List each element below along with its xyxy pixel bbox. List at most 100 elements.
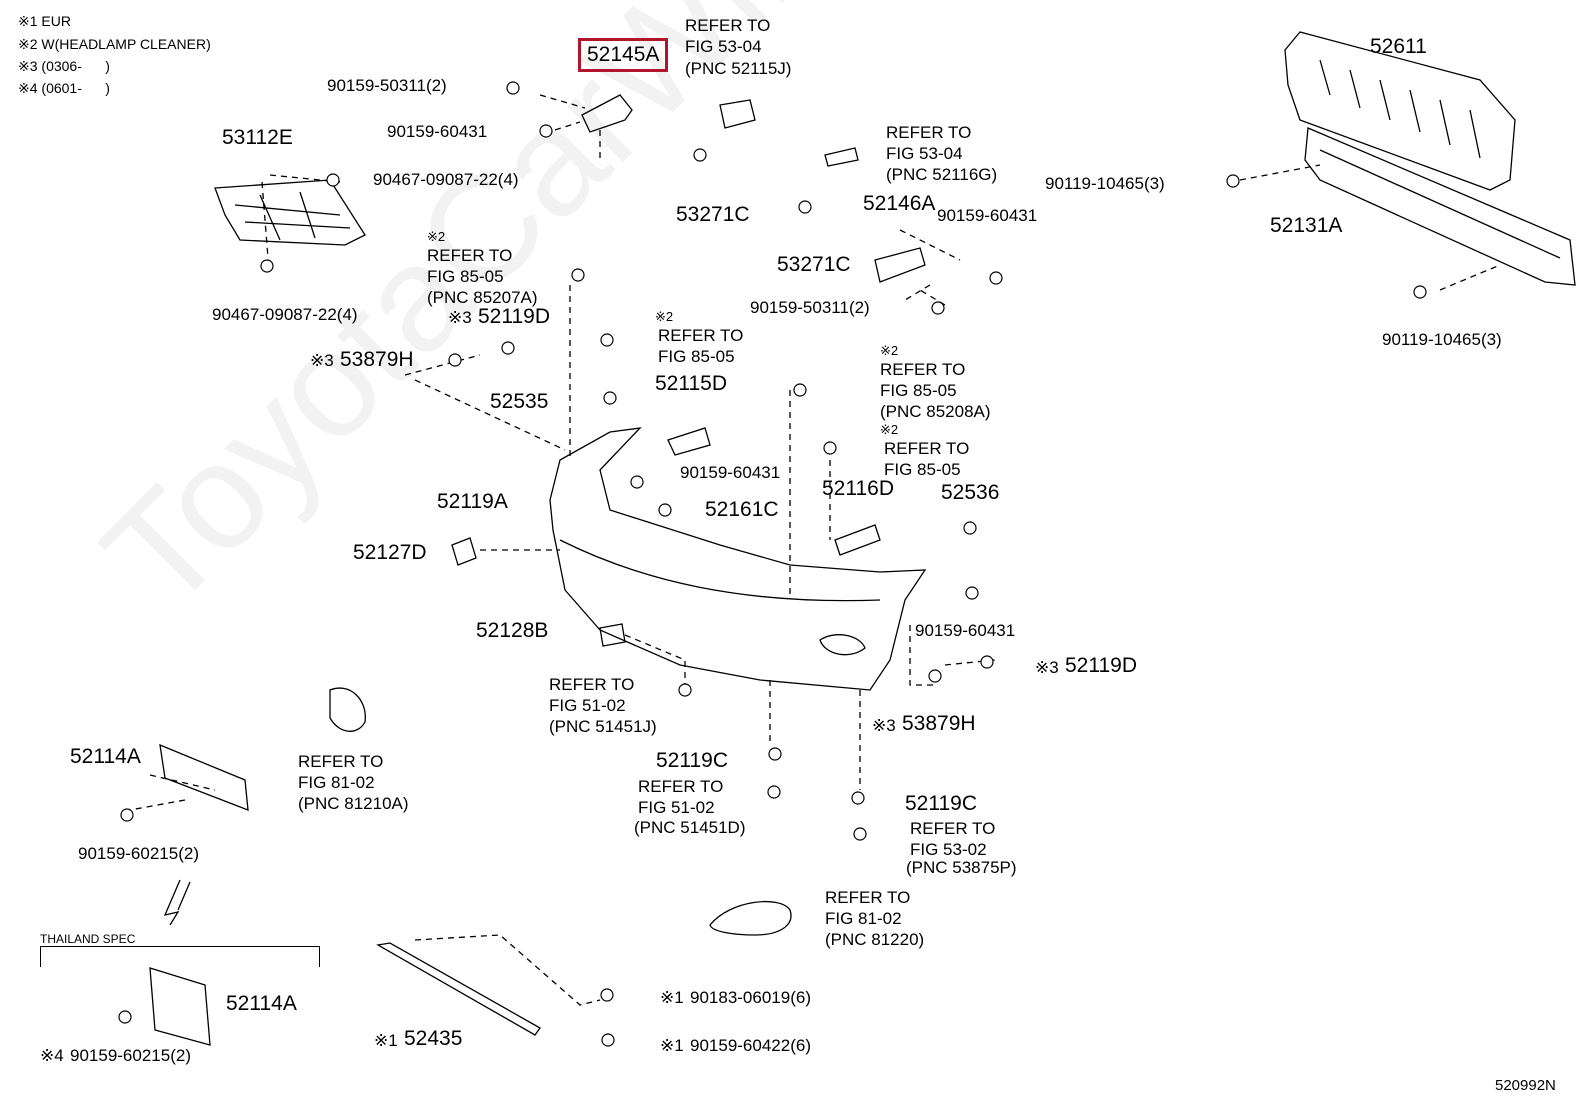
absorber-52611-shape — [1284, 31, 1516, 191]
highlight-box — [578, 38, 668, 72]
part-label-52119a[interactable]: 52119A — [437, 490, 508, 513]
fastener-label-8[interactable]: 90119-10465(3) — [1382, 330, 1502, 349]
refer-85-05-d-line1[interactable]: REFER TO — [884, 439, 970, 458]
marker-52119d-b: ※3 — [1035, 658, 1059, 677]
fastener-label-11[interactable]: 90159-60215(2) — [78, 844, 199, 863]
fastener-label-10[interactable]: 90159-60431 — [915, 621, 1016, 640]
refer-51-02-51451j-line3[interactable]: (PNC 51451J) — [549, 717, 657, 736]
thailand-spec-bracket — [40, 946, 320, 967]
refer-81-02-81220-line1[interactable]: REFER TO — [825, 888, 911, 907]
refer-53-04-52116g-line1[interactable]: REFER TO — [886, 123, 972, 142]
marker-52119d-a: ※3 — [448, 308, 472, 327]
figure-code: 520992N — [1495, 1077, 1556, 1094]
part-label-53271c-b[interactable]: 53271C — [777, 253, 851, 276]
refer-81-02-81210a-line2[interactable]: FIG 81-02 — [298, 773, 375, 792]
refer-85-05-b-line1[interactable]: REFER TO — [658, 326, 744, 345]
refer-53-04-52116g-line2[interactable]: FIG 53-04 — [886, 144, 963, 163]
part-label-53879h-a[interactable]: 53879H — [340, 348, 414, 371]
part-label-52119d-a[interactable]: 52119D — [478, 305, 551, 328]
footnote-1: ※1 EUR — [18, 13, 71, 29]
plate-52114a-thai-shape — [149, 967, 211, 1046]
part-label-52116d[interactable]: 52116D — [822, 477, 895, 500]
refer-81-02-81210a-line1[interactable]: REFER TO — [298, 752, 384, 771]
bracket-52146a-shape — [874, 247, 926, 283]
marker-53879h-a: ※3 — [310, 351, 334, 370]
refer-85-05-85208a-line3[interactable]: (PNC 85208A) — [880, 402, 991, 421]
part-label-52535[interactable]: 52535 — [490, 390, 549, 413]
part-label-52131a[interactable]: 52131A — [1270, 214, 1343, 237]
marker-85-05-d: ※2 — [880, 422, 899, 437]
footnote-3: ※3 (0306- ) — [18, 58, 110, 74]
refer-53-04-52116g-line3[interactable]: (PNC 52116G) — [886, 165, 998, 184]
part-label-52119d-b[interactable]: 52119D — [1065, 654, 1138, 677]
fastener-label-4[interactable]: 90467-09087-22(4) — [212, 305, 358, 324]
part-label-52114a-b[interactable]: 52114A — [226, 992, 297, 1015]
refer-85-05-85207a-line3[interactable]: (PNC 85207A) — [427, 288, 538, 307]
part-label-52127d[interactable]: 52127D — [353, 541, 427, 564]
refer-53-02-53875p-line1[interactable]: REFER TO — [910, 819, 996, 838]
part-label-53271c-a[interactable]: 53271C — [676, 203, 750, 226]
part-label-53112e[interactable]: 53112E — [222, 126, 293, 149]
part-label-52611[interactable]: 52611 — [1370, 35, 1427, 58]
marker-90183: ※1 — [660, 988, 684, 1007]
part-label-52161c[interactable]: 52161C — [705, 498, 779, 521]
fastener-label-1[interactable]: 90159-50311(2) — [327, 76, 447, 95]
fastener-label-5[interactable]: 90159-60431 — [937, 206, 1038, 225]
fastener-label-3[interactable]: 90467-09087-22(4) — [373, 170, 519, 189]
refer-53-02-53875p-line3[interactable]: (PNC 53875P) — [906, 858, 1017, 877]
marker-85-05-b: ※2 — [655, 309, 674, 324]
refer-51-02-51451j-line1[interactable]: REFER TO — [549, 675, 635, 694]
part-label-52435[interactable]: 52435 — [404, 1027, 463, 1050]
fog-lamp-shape — [709, 900, 792, 936]
marker-53879h-b: ※3 — [872, 716, 896, 735]
refer-51-02-51451d-line2[interactable]: FIG 51-02 — [638, 798, 715, 817]
part-label-53879h-b[interactable]: 53879H — [902, 712, 976, 735]
bracket-52115d-shape — [667, 427, 711, 456]
part-label-52128b[interactable]: 52128B — [476, 619, 549, 642]
part-label-52115d[interactable]: 52115D — [655, 372, 728, 395]
refer-85-05-85208a-line1[interactable]: REFER TO — [880, 360, 966, 379]
plate-52114a-shape — [159, 743, 249, 811]
reinforcement-52131a-shape — [1304, 127, 1576, 286]
refer-51-02-51451d-line3[interactable]: (PNC 51451D) — [634, 818, 746, 837]
refer-53-04-52115j-line2[interactable]: FIG 53-04 — [685, 37, 762, 56]
bracket-52145a-shape — [581, 94, 633, 133]
bracket-52116d-shape — [834, 524, 881, 556]
refer-51-02-51451d-line1[interactable]: REFER TO — [638, 777, 724, 796]
fastener-label-9[interactable]: 90159-60431 — [680, 463, 781, 482]
part-label-52119c-b[interactable]: 52119C — [905, 792, 978, 815]
cover-52127d-shape — [451, 537, 477, 566]
refer-85-05-d-line2[interactable]: FIG 85-05 — [884, 460, 961, 479]
cover-52128b-shape — [599, 623, 626, 647]
refer-85-05-85208a-line2[interactable]: FIG 85-05 — [880, 381, 957, 400]
refer-85-05-b-line2[interactable]: FIG 85-05 — [658, 347, 735, 366]
fastener-label-12[interactable]: 90159-60215(2) — [70, 1046, 191, 1065]
refer-53-04-52115j-line1[interactable]: REFER TO — [685, 16, 771, 35]
refer-51-02-51451j-line2[interactable]: FIG 51-02 — [549, 696, 626, 715]
part-label-52114a-a[interactable]: 52114A — [70, 745, 141, 768]
refer-53-02-53875p-line2[interactable]: FIG 53-02 — [910, 840, 987, 859]
refer-85-05-85207a-line1[interactable]: REFER TO — [427, 246, 513, 265]
fastener-label-7[interactable]: 90119-10465(3) — [1045, 174, 1165, 193]
refer-53-04-52115j-line3[interactable]: (PNC 52115J) — [685, 59, 792, 78]
fastener-label-6[interactable]: 90159-50311(2) — [750, 298, 870, 317]
fastener-label-13[interactable]: 90183-06019(6) — [690, 988, 811, 1007]
marker-52435: ※1 — [374, 1031, 398, 1050]
under-cover-53112e-shape — [214, 179, 366, 246]
fastener-label-14[interactable]: 90159-60422(6) — [690, 1036, 811, 1055]
fastener-label-2[interactable]: 90159-60431 — [387, 122, 488, 141]
grille-52435-shape — [376, 942, 541, 1036]
thailand-spec-label: THAILAND SPEC — [40, 932, 136, 946]
marker-90159-60215: ※4 — [40, 1046, 64, 1065]
refer-85-05-85207a-line2[interactable]: FIG 85-05 — [427, 267, 504, 286]
refer-81-02-81210a-line3[interactable]: (PNC 81210A) — [298, 794, 409, 813]
refer-81-02-81220-line2[interactable]: FIG 81-02 — [825, 909, 902, 928]
footnote-4: ※4 (0601- ) — [18, 80, 110, 96]
refer-81-02-81220-line3[interactable]: (PNC 81220) — [825, 930, 925, 949]
part-label-52145a-highlighted[interactable]: 52145A — [587, 43, 660, 66]
part-label-52146a[interactable]: 52146A — [863, 192, 936, 215]
part-label-52536[interactable]: 52536 — [941, 481, 1000, 504]
part-label-52119c-a[interactable]: 52119C — [656, 749, 729, 772]
